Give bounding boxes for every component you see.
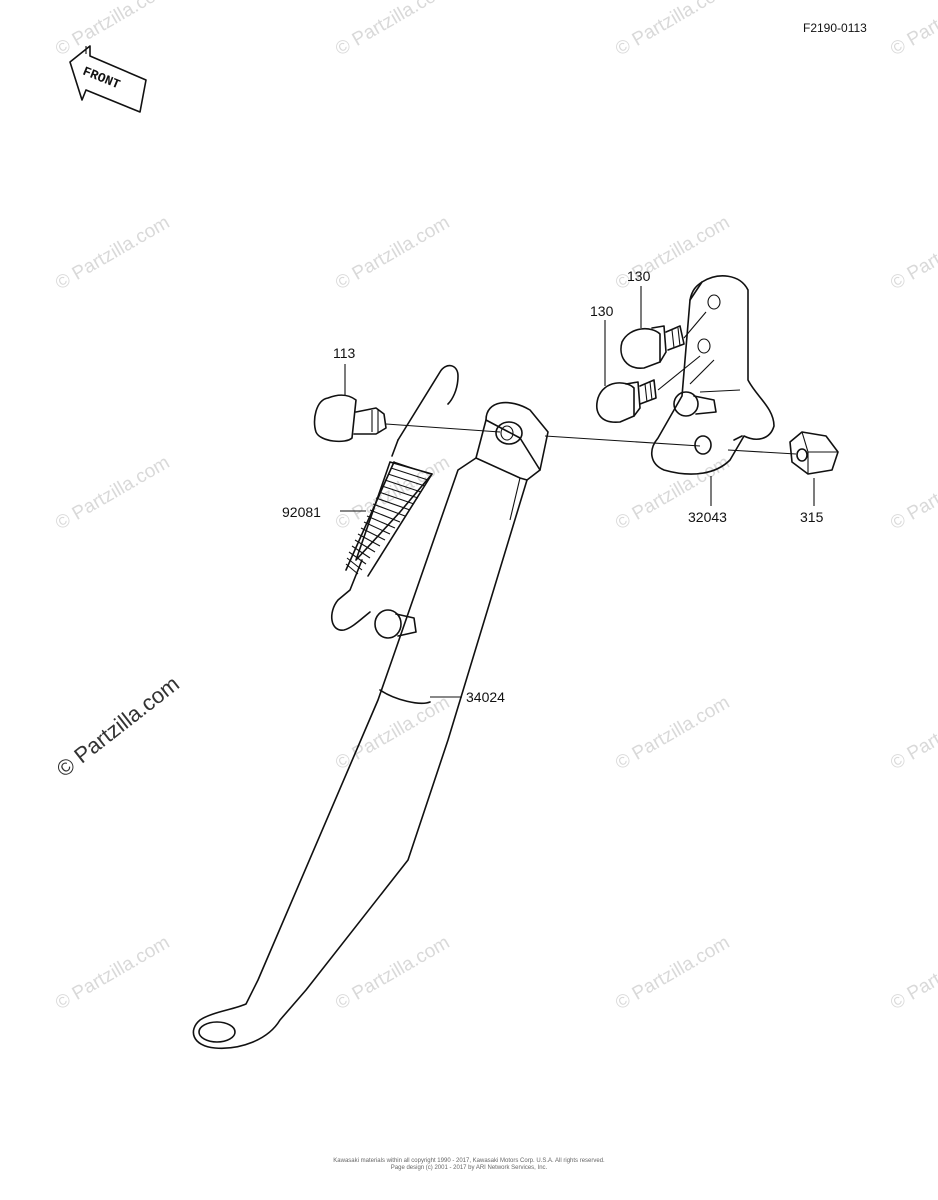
watermark-text: © Partzilla.com bbox=[52, 0, 173, 60]
stand-spring-pin bbox=[374, 609, 417, 639]
label-leader-lines bbox=[340, 286, 815, 698]
bolt-130-upper bbox=[620, 325, 685, 369]
watermark-text: © Partzilla.com bbox=[332, 932, 453, 1014]
watermark-text: © Partzilla.com bbox=[612, 932, 733, 1014]
part-number-130-lower: 130 bbox=[590, 303, 614, 319]
watermark-text: © Partzilla.com bbox=[612, 692, 733, 774]
part-number-92081: 92081 bbox=[282, 504, 321, 520]
watermark-text: © Partzilla.com bbox=[887, 0, 938, 60]
copyright-line-1: Kawasaki materials within all copyright … bbox=[333, 1158, 605, 1164]
watermark-text-prominent: © Partzilla.com bbox=[52, 671, 184, 782]
nut-315 bbox=[789, 431, 839, 475]
bolt-130-lower bbox=[596, 379, 657, 423]
front-label: FRONT bbox=[81, 64, 123, 93]
part-number-315: 315 bbox=[800, 509, 824, 525]
watermark-text: © Partzilla.com bbox=[612, 0, 733, 60]
watermark-text: © Partzilla.com bbox=[52, 452, 173, 534]
spring-92081 bbox=[331, 364, 459, 631]
bracket-32043 bbox=[651, 275, 775, 475]
bolt-113 bbox=[313, 394, 387, 443]
part-number-32043: 32043 bbox=[688, 509, 727, 525]
side-stand-34024 bbox=[192, 401, 549, 1050]
front-direction-arrow: FRONT bbox=[69, 45, 147, 113]
watermark-text: © Partzilla.com bbox=[332, 212, 453, 294]
watermark-text: © Partzilla.com bbox=[887, 932, 938, 1014]
watermark-text: © Partzilla.com bbox=[332, 0, 453, 60]
part-number-113: 113 bbox=[333, 345, 356, 361]
part-number-labels: 113 92081 34024 130 130 32043 315 bbox=[282, 268, 824, 705]
part-number-130-upper: 130 bbox=[627, 268, 651, 284]
watermark-text: © Partzilla.com bbox=[887, 212, 938, 294]
copyright-footer: Kawasaki materials within all copyright … bbox=[0, 1158, 938, 1172]
watermark-text: © Partzilla.com bbox=[52, 212, 173, 294]
diagram-code: F2190-0113 bbox=[803, 21, 867, 35]
watermark-text: © Partzilla.com bbox=[887, 692, 938, 774]
copyright-line-2: Page design (c) 2001 - 2017 by ARI Netwo… bbox=[390, 1165, 548, 1171]
part-number-34024: 34024 bbox=[466, 689, 505, 705]
watermark-text: © Partzilla.com bbox=[332, 692, 453, 774]
alignment-lines bbox=[385, 311, 797, 455]
watermark-text: © Partzilla.com bbox=[52, 932, 173, 1014]
watermark-grid: © Partzilla.com © Partzilla.com © Partzi… bbox=[52, 0, 938, 1014]
watermark-text: © Partzilla.com bbox=[887, 452, 938, 534]
